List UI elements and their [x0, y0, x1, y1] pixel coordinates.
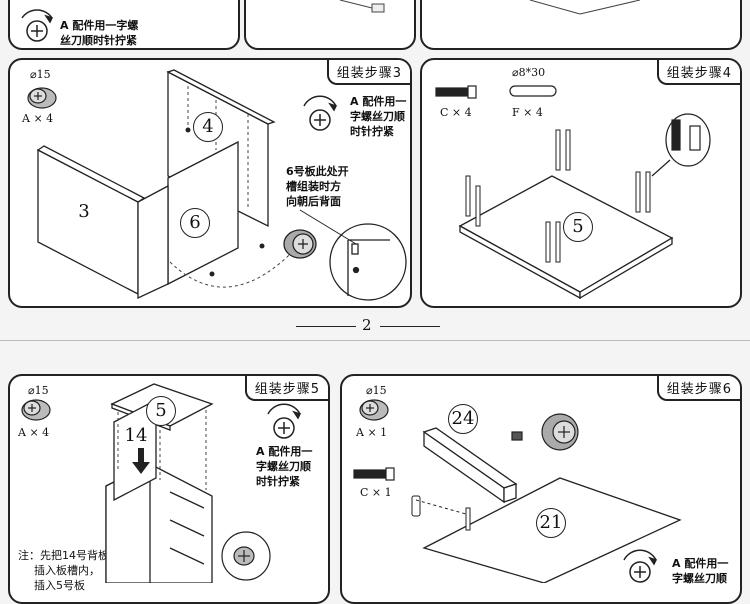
down-arrow-icon [132, 448, 150, 474]
separator-line-right [380, 326, 440, 327]
step4-part-size: ⌀8*30 [512, 66, 546, 79]
step6-part-qty: A × 1 [356, 426, 388, 439]
step5-note-line2: 字螺丝刀顺 [256, 460, 311, 473]
step6-board-24: 24 [448, 404, 478, 434]
step3-board-3: 3 [78, 201, 90, 222]
step3-note-line2: 字螺丝刀顺 [350, 110, 405, 123]
step5-tag: 组装步骤5 [244, 376, 328, 401]
page-number: 2 [362, 316, 372, 334]
cam-lock-detail-icon [221, 531, 271, 581]
step5-bottom-line1: 注：先把14号背板 [18, 549, 109, 562]
step5-note-line3: 时针拧紧 [256, 475, 300, 488]
step3-note-line3: 时针拧紧 [350, 125, 394, 138]
slot-detail-circle [329, 223, 407, 301]
step6-part-c: C × 1 [360, 486, 392, 499]
step6-drawing [353, 399, 682, 583]
step5-screw-note: A 配件用一 字螺丝刀顺 时针拧紧 [256, 444, 312, 489]
screwdriver-icon [21, 9, 54, 42]
top-strip-drawings [21, 0, 641, 42]
cam-lock-detail-icon [283, 229, 317, 259]
top-screw-note: A 配件用一字螺 丝刀顺时针拧紧 [60, 18, 138, 48]
bolt-detail-icon [651, 113, 711, 177]
step3-callout: 6号板此处开 槽组装时方 向朝后背面 [286, 164, 349, 209]
screwdriver-icon [267, 403, 302, 439]
step3-callout-line1: 6号板此处开 [286, 165, 349, 178]
cam-lock-icon [21, 399, 51, 421]
top-note-line1: A 配件用一字螺 [60, 19, 139, 32]
step4-tag: 组装步骤4 [656, 60, 740, 85]
step6-board-21: 21 [536, 508, 566, 538]
step6-screw-note: A 配件用一 字螺丝刀顺 [672, 556, 728, 586]
step3-part-qty: A × 4 [22, 112, 54, 125]
step4-bolts [465, 129, 651, 263]
bolt-c-icon [435, 85, 477, 99]
step4-board-5: 5 [563, 212, 593, 242]
step4-part-f: F × 4 [512, 106, 543, 119]
step3-drawing [27, 69, 407, 301]
previous-step-panel-right [420, 0, 742, 50]
step6-note-line1: A 配件用一 [672, 557, 729, 570]
dowel-f-icon [509, 85, 557, 97]
step6-tag: 组装步骤6 [656, 376, 740, 401]
cam-lock-icon [27, 87, 57, 109]
screwdriver-icon [303, 95, 338, 131]
top-note-line2: 丝刀顺时针拧紧 [60, 34, 137, 47]
step6-note-line2: 字螺丝刀顺 [672, 572, 727, 585]
step5-note-line1: A 配件用一 [256, 445, 313, 458]
page-divider [0, 340, 750, 341]
cam-lock-detail-icon [511, 413, 579, 451]
step3-board-4: 4 [193, 112, 223, 142]
step5-bottom-line2: 插入板槽内， [34, 564, 100, 577]
step4-part-c: C × 4 [440, 106, 472, 119]
screwdriver-icon [623, 549, 658, 583]
step3-screw-note: A 配件用一 字螺丝刀顺 时针拧紧 [350, 94, 406, 139]
cam-lock-icon [359, 399, 389, 421]
previous-step-panel-middle [244, 0, 416, 50]
step3-tag: 组装步骤3 [326, 60, 410, 85]
step5-board-5: 5 [146, 396, 176, 426]
step5-part-qty: A × 4 [18, 426, 50, 439]
step3-board-6: 6 [180, 208, 210, 238]
step3-part-size: ⌀15 [30, 68, 51, 81]
step4-drawing [435, 85, 711, 300]
step3-callout-line2: 槽组装时方 [286, 180, 341, 193]
separator-line-left [296, 326, 356, 327]
previous-step-panel-left [8, 0, 240, 50]
step5-board-14: 14 [124, 425, 148, 446]
step6-part-size: ⌀15 [366, 384, 387, 397]
step3-note-line1: A 配件用一 [350, 95, 407, 108]
step3-callout-line3: 向朝后背面 [286, 195, 341, 208]
step5-part-size: ⌀15 [28, 384, 49, 397]
bolt-c-icon [353, 467, 395, 481]
